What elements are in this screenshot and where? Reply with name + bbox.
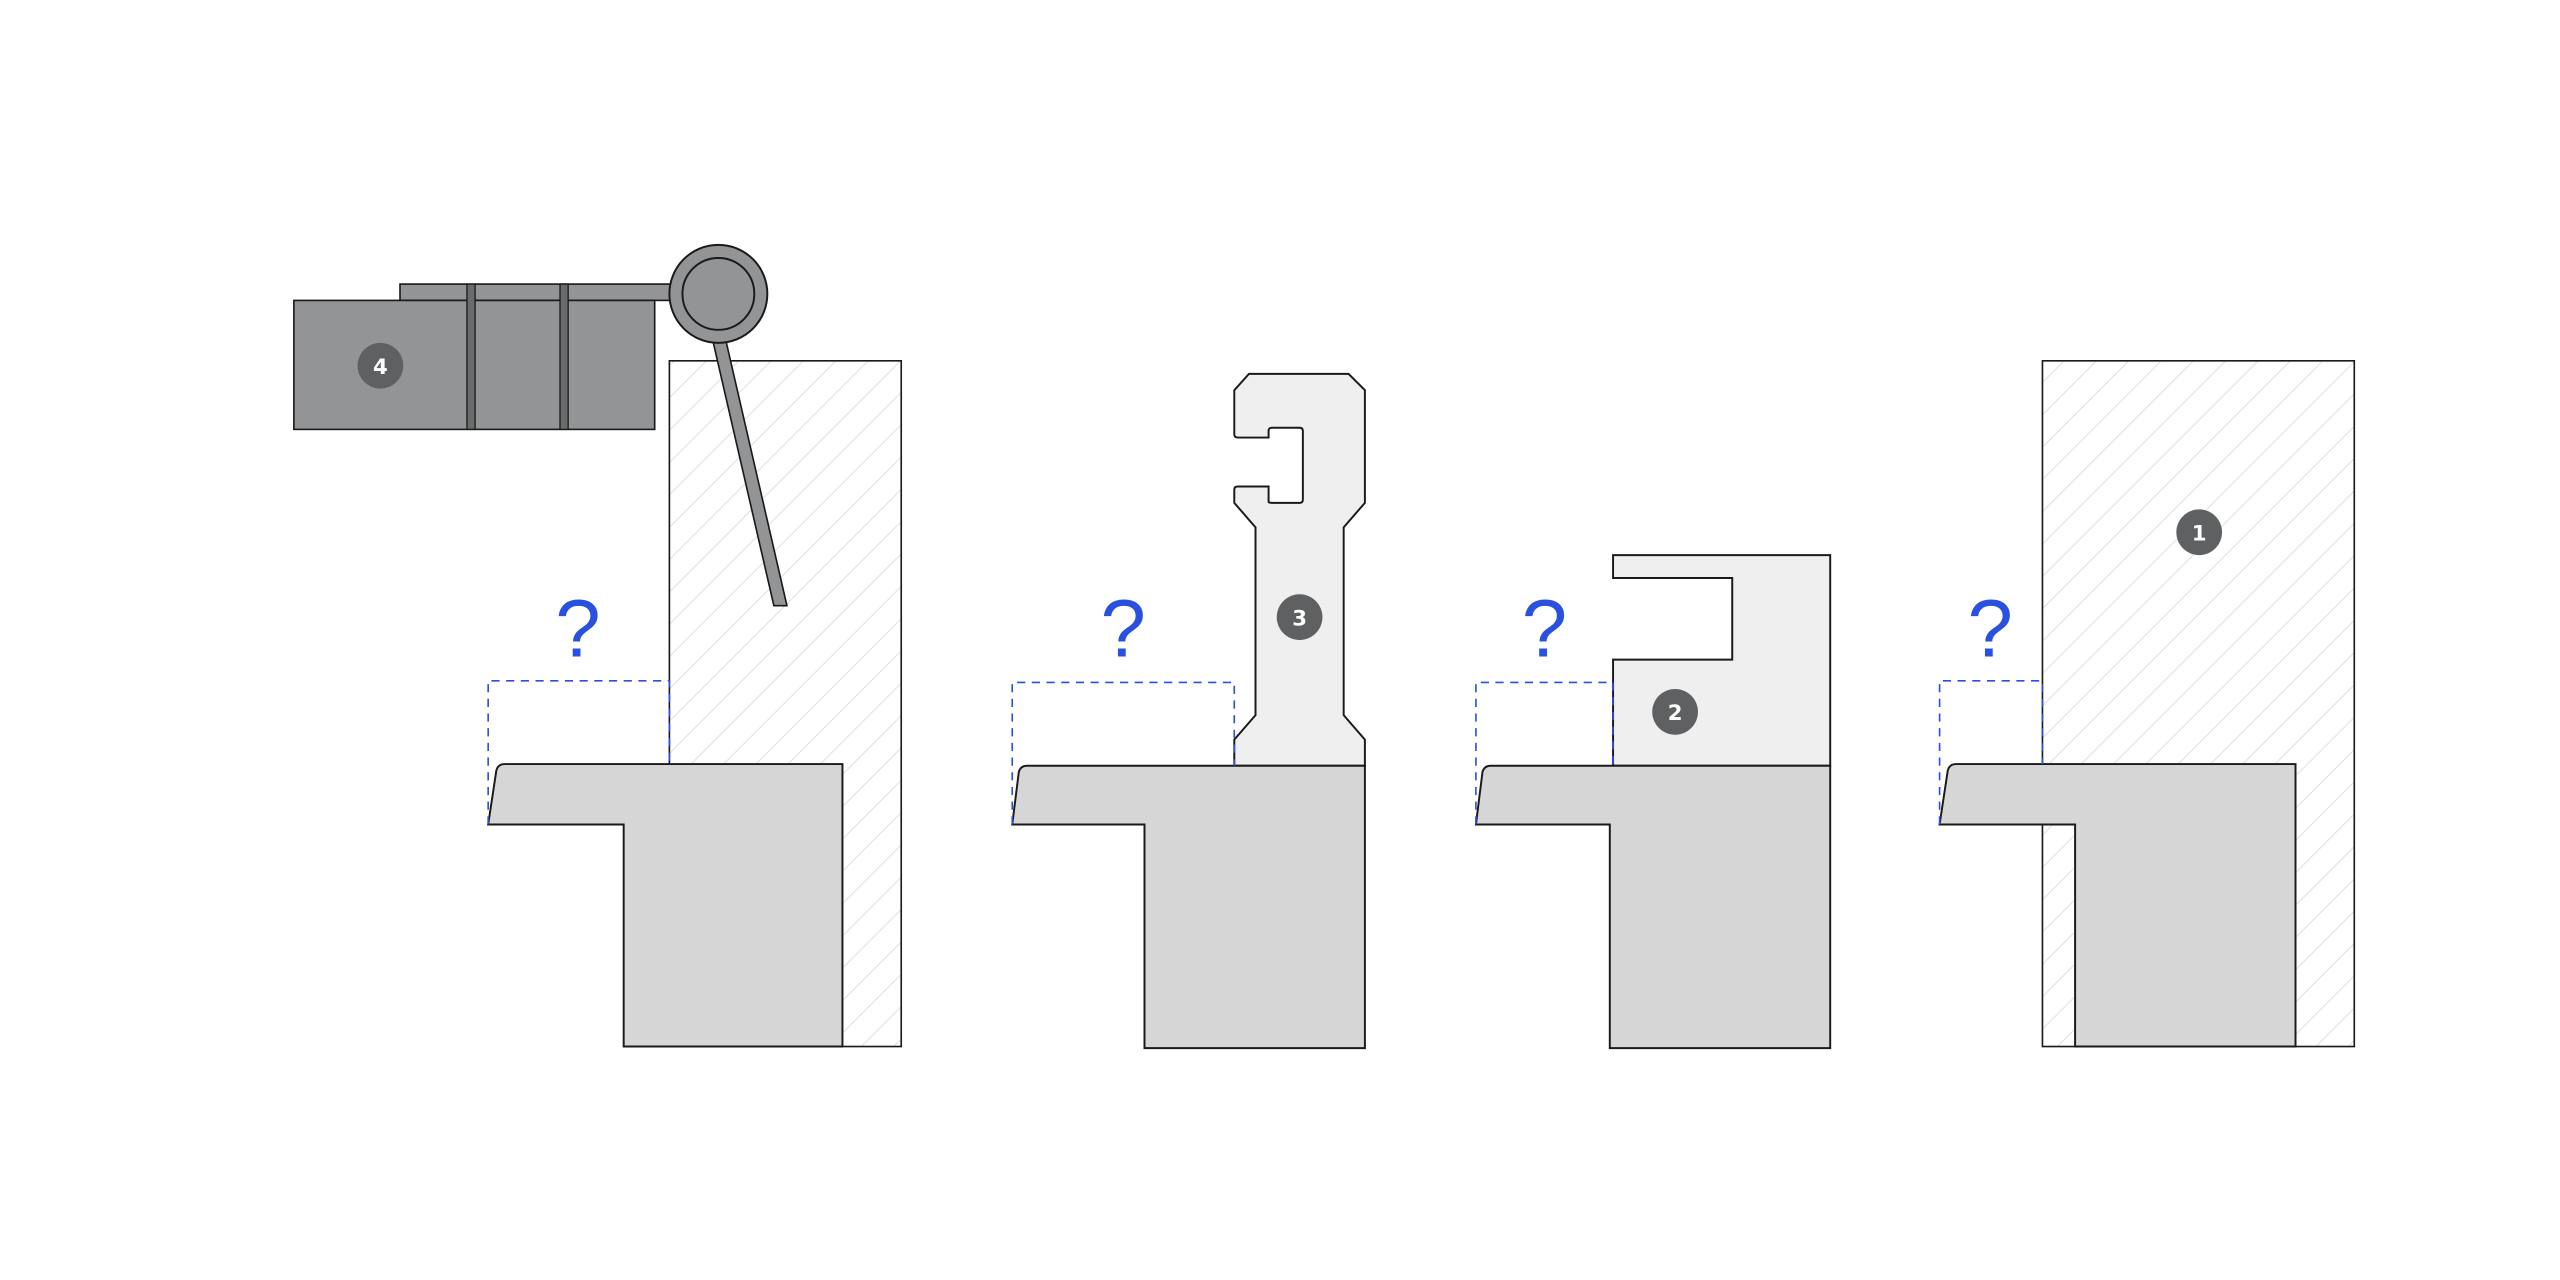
panel-3: ? 3 — [1011, 372, 1366, 1050]
base-block — [1011, 764, 1366, 1050]
question-mark: ? — [555, 583, 600, 674]
question-mark: ? — [1522, 583, 1567, 674]
gap-dashed-outline — [1475, 681, 1614, 825]
badge-2 — [1652, 688, 1698, 735]
badge-4-label: 4 — [373, 355, 388, 380]
gap-dashed-outline — [1938, 680, 2044, 825]
base-block — [1938, 763, 2297, 1048]
part-3 — [1233, 372, 1366, 767]
badge-1 — [2176, 509, 2223, 556]
badge-3-label: 3 — [1292, 606, 1307, 631]
gap-dashed-outline — [1011, 681, 1236, 825]
part-4-assembly: 4 — [293, 243, 788, 607]
base-block — [1474, 764, 1832, 1050]
question-mark: ? — [1968, 583, 2013, 674]
base-block — [487, 763, 844, 1048]
badge-4 — [357, 342, 404, 389]
panel-2: ? 2 — [1474, 554, 1832, 1050]
badge-3 — [1276, 594, 1323, 640]
panel-1: ? 1 — [1938, 359, 2356, 1048]
question-mark: ? — [1101, 583, 1146, 674]
badge-2-label: 2 — [1668, 701, 1683, 726]
part-2 — [1612, 554, 1832, 767]
badge-1-label: 1 — [2192, 521, 2207, 546]
panel-4: ? 4 — [293, 243, 903, 1048]
